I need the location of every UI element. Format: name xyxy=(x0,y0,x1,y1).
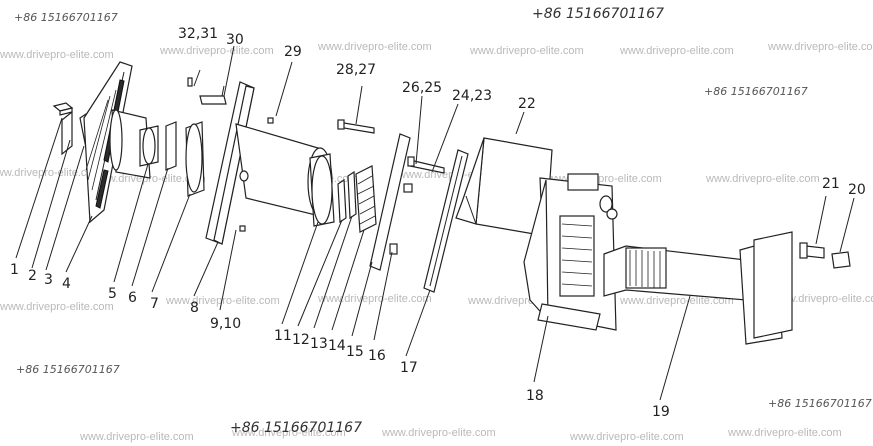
part-13-spacer xyxy=(347,170,357,220)
label-part-14: 14 xyxy=(328,338,346,354)
part-21-bolt xyxy=(799,242,825,259)
label-part-4: 4 xyxy=(62,276,71,292)
part-11-ring xyxy=(309,153,335,227)
label-part-26-25: 26,25 xyxy=(402,80,442,96)
phone-text: +86 15166701167 xyxy=(768,397,872,410)
part-labels: 1 2 3 4 5 6 7 8 9,10 11 12 13 14 15 16 1… xyxy=(10,26,866,420)
label-part-32-31: 32,31 xyxy=(178,26,218,42)
part-28-27-bolt xyxy=(337,119,375,134)
part-30-bracket xyxy=(199,85,227,105)
phone-text: +86 15166701167 xyxy=(704,85,808,98)
watermark-text: www.drivepro-elite.com xyxy=(0,301,114,313)
watermark-text: www.drivepro-elite.com xyxy=(0,49,114,61)
watermark-text: www.drivepro-elite.com xyxy=(727,427,842,439)
part-16-pin xyxy=(389,243,398,255)
label-part-16: 16 xyxy=(368,348,386,364)
label-part-7: 7 xyxy=(150,296,159,312)
part-15-plate xyxy=(369,133,411,271)
label-part-3: 3 xyxy=(44,272,53,288)
part-5-ring xyxy=(139,125,159,167)
leader-lines xyxy=(15,45,855,401)
watermark-text: www.drivepro-elite.com xyxy=(159,45,274,57)
watermark-text: www.drivepro-elite.com xyxy=(381,427,496,439)
watermark-text: www.drivepro-elite.com xyxy=(619,295,734,307)
part-20-nut xyxy=(831,251,851,269)
part-7-bearing xyxy=(185,121,205,197)
watermark-text: www.drivepro-elite.com xyxy=(165,295,280,307)
label-part-28-27: 28,27 xyxy=(336,62,376,78)
phone-text: +86 15166701167 xyxy=(16,363,120,376)
watermark-text: www.drivepro-elite.com xyxy=(317,293,432,305)
label-part-12: 12 xyxy=(292,332,310,348)
phone-text: +86 15166701167 xyxy=(532,6,664,22)
part-8-housing xyxy=(205,81,333,245)
part-29-bolt xyxy=(267,117,274,124)
watermark-text: www.drivepro-elite.com xyxy=(767,41,873,53)
watermark-text: www.drivepro-elite.com xyxy=(569,431,684,443)
part-12-spacer xyxy=(337,178,347,224)
part-2-washer xyxy=(61,110,73,156)
label-part-19: 19 xyxy=(652,404,670,420)
label-part-11: 11 xyxy=(274,328,292,344)
label-part-30: 30 xyxy=(226,32,244,48)
label-part-24-23: 24,23 xyxy=(452,88,492,104)
label-part-17: 17 xyxy=(400,360,418,376)
part-9-10-bolt xyxy=(239,225,246,232)
part-26-25-bolt xyxy=(407,156,445,174)
part-6-plate xyxy=(165,121,177,171)
phone-text: +86 15166701167 xyxy=(14,11,118,24)
watermark-text: www.drivepro-elite.com xyxy=(771,293,873,305)
watermark-text: www.drivepro-elite.com xyxy=(79,431,194,443)
label-part-18: 18 xyxy=(526,388,544,404)
watermark-text: www.drivepro-elite.com xyxy=(705,173,820,185)
part-17-plate xyxy=(423,149,469,293)
part-14-gear xyxy=(355,165,377,233)
label-part-9-10: 9,10 xyxy=(210,316,241,332)
label-part-29: 29 xyxy=(284,44,302,60)
phone-layer: +86 15166701167 +86 15166701167 +86 1516… xyxy=(14,6,872,436)
watermark-text: www.drivepro-elite.com xyxy=(231,427,346,439)
label-part-1: 1 xyxy=(10,262,19,278)
label-part-13: 13 xyxy=(310,336,328,352)
label-part-15: 15 xyxy=(346,344,364,360)
part-22-motor xyxy=(455,137,553,237)
watermark-text: www.drivepro-elite.com xyxy=(619,45,734,57)
phone-text: +86 15166701167 xyxy=(230,420,362,436)
watermark-text: www.drivepro-elite.com xyxy=(469,45,584,57)
part-24-23-nut xyxy=(403,183,413,193)
watermark-text: www.drivepro-elite.com xyxy=(91,173,206,185)
watermark-text: www.drivepro-elite.com xyxy=(317,41,432,53)
label-part-6: 6 xyxy=(128,290,137,306)
label-part-20: 20 xyxy=(848,182,866,198)
part-18-gearbox xyxy=(523,173,618,331)
label-part-21: 21 xyxy=(822,176,840,192)
label-part-8: 8 xyxy=(190,300,199,316)
label-part-22: 22 xyxy=(518,96,536,112)
part-32-31-screw xyxy=(187,77,193,87)
label-part-2: 2 xyxy=(28,268,37,284)
label-part-5: 5 xyxy=(108,286,117,302)
part-1-pin xyxy=(52,102,74,116)
part-19-shaft xyxy=(603,231,793,345)
